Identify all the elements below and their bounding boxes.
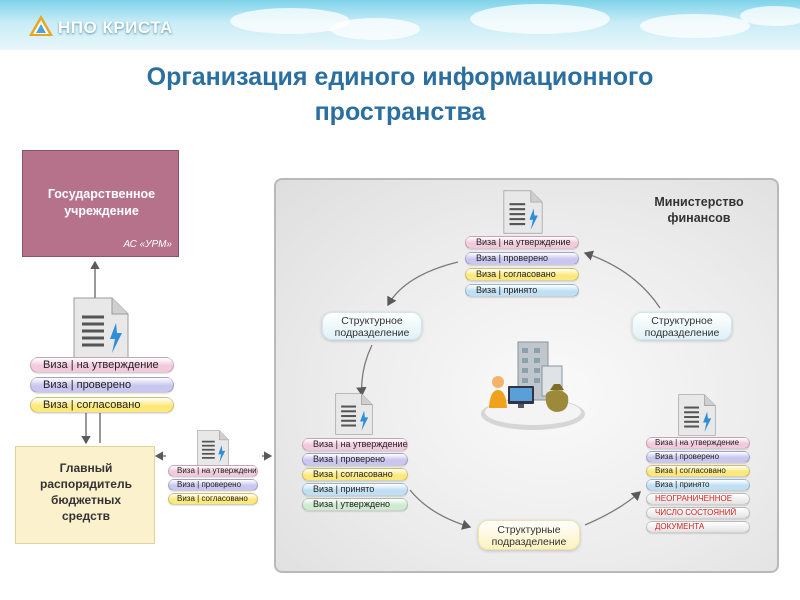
- visa-badge: Виза | принято: [646, 479, 750, 491]
- unit-left-line-2: подразделение: [334, 327, 410, 339]
- visa-badge: Виза | принято: [465, 284, 579, 297]
- visa-badge: Виза | на утверждение: [302, 438, 408, 451]
- arrow-center-to-bottom: [409, 489, 472, 530]
- arrow-left-to-center: [356, 344, 373, 397]
- title-line-1: Организация единого информационного: [146, 63, 654, 91]
- main-manager-box: Главный распорядитель бюджетных средств: [15, 446, 155, 544]
- document-icon: [334, 393, 374, 435]
- main-manager-name: Главный распорядитель бюджетных средств: [18, 460, 154, 524]
- visa-badge: Виза | утверждено: [302, 498, 408, 511]
- title-line-2: пространства: [314, 98, 486, 126]
- header-banner: НПО КРИСТА: [0, 0, 800, 50]
- page-title: Организация единого информационного прос…: [20, 60, 780, 130]
- document-icon: [195, 430, 231, 466]
- main-line-4: средств: [61, 509, 111, 523]
- main-line-2: распорядитель: [40, 477, 132, 491]
- brand-name: НПО КРИСТА: [58, 18, 173, 37]
- document-icon: [502, 190, 544, 234]
- visa-badge: Виза | на утверждение: [465, 236, 579, 249]
- unit-left-line-1: Структурное: [341, 315, 403, 327]
- arrow-right-to-top: [583, 250, 661, 309]
- visa-badge: Виза | проверено: [168, 479, 258, 491]
- visa-badge: Виза | согласовано: [465, 268, 579, 281]
- gov-name-line-2: учреждение: [64, 204, 139, 218]
- main-line-1: Главный: [59, 461, 113, 475]
- visa-badge: Виза | на утверждение: [646, 437, 750, 449]
- visa-badge: Виза | проверено: [465, 252, 579, 265]
- visa-badge: Виза | проверено: [646, 451, 750, 463]
- gov-system-label: АС «УРМ»: [123, 239, 172, 250]
- krista-logo-icon: [29, 15, 53, 36]
- visa-badge: Виза | согласовано: [302, 468, 408, 481]
- unit-bottom: Структурные подразделение: [478, 520, 580, 550]
- unit-left: Структурное подразделение: [322, 312, 422, 340]
- visa-badge: Виза | согласовано: [30, 397, 174, 413]
- visa-badge: Виза | на утверждение: [168, 465, 258, 477]
- unit-bottom-line-2: подразделение: [491, 536, 567, 548]
- visa-badge: Виза | на утверждение: [30, 357, 174, 373]
- state-note-badge: НЕОГРАНИЧЕННОЕ: [646, 493, 750, 505]
- unit-right-line-2: подразделение: [644, 327, 720, 339]
- visa-badge: Виза | проверено: [302, 453, 408, 466]
- visa-badge: Виза | принято: [302, 483, 408, 496]
- ministry-label: Министерство финансов: [636, 194, 762, 226]
- unit-bottom-line-1: Структурные: [497, 524, 561, 536]
- main-line-3: бюджетных: [50, 493, 122, 507]
- visa-badge: Виза | согласовано: [646, 465, 750, 477]
- gov-name-line-1: Государственное: [47, 187, 156, 201]
- state-note-badge: ЧИСЛО СОСТОЯНИЙ: [646, 507, 750, 519]
- arrow-top-to-left: [387, 261, 459, 307]
- visa-badge: Виза | проверено: [30, 377, 174, 393]
- arrow-bottom-to-right: [584, 491, 641, 526]
- document-icon: [677, 394, 717, 436]
- ministry-line-1: Министерство: [654, 195, 744, 209]
- visa-badge: Виза | согласовано: [168, 493, 258, 505]
- unit-right: Структурное подразделение: [632, 312, 732, 340]
- gov-institution-name: Государственное учреждение: [27, 186, 176, 220]
- document-icon: [72, 297, 130, 359]
- gov-institution-box: Государственное учреждение АС «УРМ»: [22, 150, 179, 257]
- workplace-illustration: [481, 341, 585, 430]
- state-note-badge: ДОКУМЕНТА: [646, 521, 750, 533]
- unit-right-line-1: Структурное: [651, 315, 713, 327]
- ministry-line-2: финансов: [667, 211, 731, 225]
